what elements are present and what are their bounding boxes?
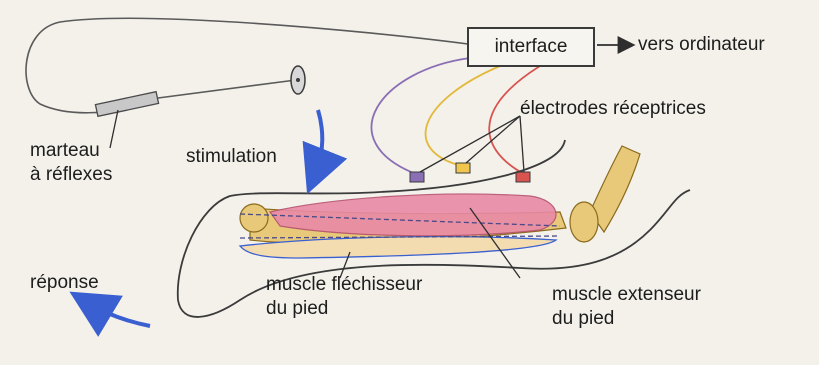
stimulation-arrow <box>316 110 322 172</box>
ankle-bone <box>240 204 268 232</box>
reflex-hammer <box>95 92 158 117</box>
electrode-purple <box>410 172 424 182</box>
stimulation-label: stimulation <box>186 146 277 167</box>
extensor-muscle <box>270 194 556 236</box>
flechisseur-label-line2: du pied <box>266 298 328 319</box>
flechisseur-label-line1: muscle fléchisseur <box>266 274 422 295</box>
knee-cap <box>570 202 598 242</box>
hammer-handle <box>158 80 296 98</box>
extenseur-label-line2: du pied <box>552 308 614 329</box>
electrode-wire-yellow <box>426 66 500 166</box>
electrode-wire-purple <box>372 58 470 174</box>
reponse-label: réponse <box>30 272 99 293</box>
electrode-red <box>516 172 530 182</box>
marteau-label-line1: marteau <box>30 140 100 161</box>
response-arrow <box>90 304 150 326</box>
extenseur-label-line1: muscle extenseur <box>552 284 701 305</box>
electrode-yellow <box>456 163 470 173</box>
marteau-label-line2: à réflexes <box>30 164 112 185</box>
electrodes-label: électrodes réceptrices <box>520 98 706 119</box>
interface-box: interface <box>467 27 595 67</box>
hammer-cable <box>26 18 468 112</box>
vers-ordinateur-label: vers ordinateur <box>638 34 765 55</box>
interface-label: interface <box>495 36 568 58</box>
